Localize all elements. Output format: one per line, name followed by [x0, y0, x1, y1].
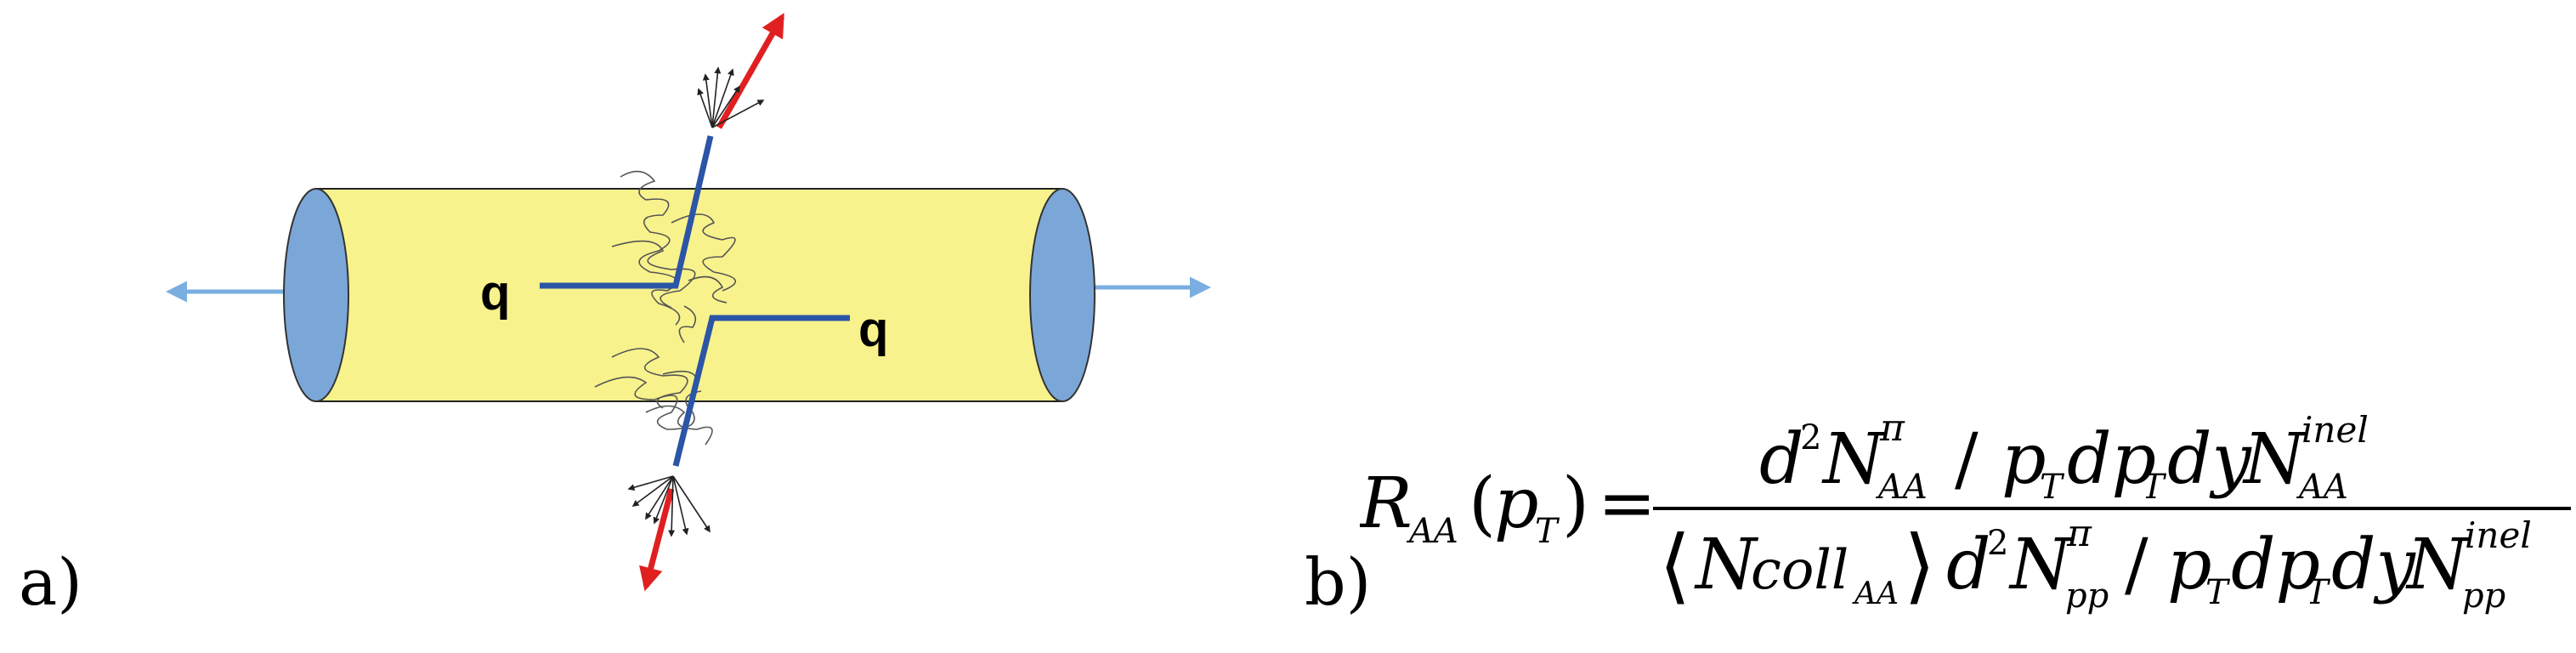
num-N: N: [1821, 419, 1887, 500]
formula-lhs-R: R: [1360, 463, 1413, 544]
formula-lhs-paren-close: ): [1562, 463, 1589, 544]
den-Ncoll-N: N: [1694, 525, 1759, 605]
leading-particle-upper: [716, 13, 785, 129]
den-dy: dy: [2331, 525, 2416, 605]
den-dp: dp: [2231, 525, 2320, 605]
num-p1-sub: T: [2040, 468, 2065, 507]
num-slash: /: [1955, 419, 1979, 500]
parton-path-lower: [672, 315, 850, 467]
den-p1-sub: T: [2205, 573, 2231, 612]
panel-label-b: b): [1305, 544, 1372, 620]
num-d-sup: 2: [1800, 418, 1821, 457]
den-N2-sub: pp: [2462, 576, 2505, 616]
num-N-sub: AA: [1875, 468, 1928, 507]
den-N-sup: π: [2066, 512, 2092, 555]
fragmentation-spray-lower: [627, 475, 711, 537]
raa-formula: R AA ( p T ) = d 2 N π AA / p T dp T dy …: [1360, 406, 2571, 616]
den-d: d: [1946, 525, 1991, 605]
cylinder-right-cap: [1029, 188, 1096, 402]
parton-path-upper: [540, 135, 714, 289]
den-d-sup: 2: [1987, 524, 2008, 563]
den-dp-sub: T: [2306, 573, 2331, 612]
den-coll-sub: AA: [1852, 576, 1899, 611]
den-N2: N: [2405, 525, 2471, 605]
num-dp-sub: T: [2142, 468, 2167, 507]
num-N2-sup: inel: [2301, 409, 2369, 451]
num-d: d: [1759, 419, 1804, 500]
leading-particle-lower: [639, 488, 675, 592]
formula-lhs-paren-open: (: [1469, 463, 1496, 544]
formula-lhs-p-sub: T: [1535, 512, 1560, 551]
den-slash: /: [2125, 525, 2149, 605]
fragmentation-spray-upper: [697, 66, 765, 128]
num-N2-sub: AA: [2296, 468, 2348, 507]
num-N-sup: π: [1879, 406, 1905, 450]
panel-label-a: a): [19, 544, 82, 620]
den-N-sub: pp: [2065, 576, 2109, 616]
formula-lhs-p: p: [1494, 463, 1539, 544]
gluon-radiation-lower: [594, 305, 713, 446]
quark-label-right: q: [858, 302, 888, 357]
num-dp: dp: [2067, 419, 2156, 500]
formula-lhs-sub: AA: [1406, 512, 1458, 551]
formula-equals: =: [1598, 463, 1656, 544]
num-dy: dy: [2167, 419, 2252, 500]
den-coll: coll: [1751, 539, 1848, 602]
den-rangle: ⟩: [1904, 518, 1935, 613]
den-N: N: [2008, 525, 2074, 605]
num-N2: N: [2242, 419, 2307, 500]
quark-label-left: q: [480, 265, 510, 321]
den-p1: p: [2167, 525, 2212, 605]
gluon-radiation-upper: [611, 170, 736, 326]
den-langle: ⟨: [1659, 518, 1690, 613]
den-N2-sup: inel: [2465, 514, 2532, 556]
cylinder-left-cap: [283, 188, 349, 402]
num-p1: p: [2001, 419, 2047, 500]
